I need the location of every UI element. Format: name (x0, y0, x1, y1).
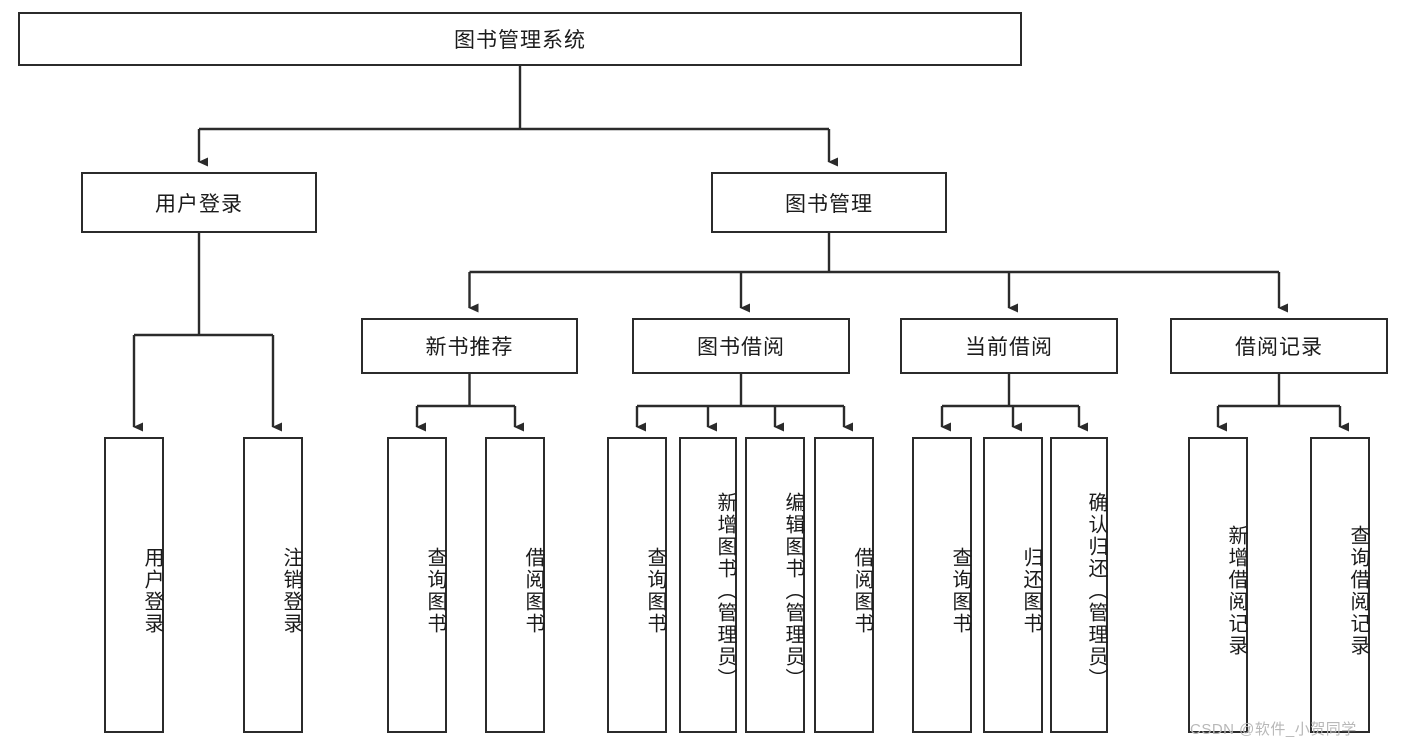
node-leaf-11[interactable]: 新增借阅记录 (1188, 437, 1248, 733)
node-label: 编辑图书（管理员） (782, 492, 804, 690)
node-label: 归还图书 (1020, 547, 1042, 635)
node-label: 新增图书（管理员） (714, 492, 736, 690)
node-label: 借阅图书 (851, 547, 873, 635)
node-label: 当前借阅 (965, 336, 1053, 359)
node-label: 查询图书 (424, 547, 446, 635)
node-leaf-8[interactable]: 查询图书 (912, 437, 972, 733)
node-label: 新增借阅记录 (1225, 525, 1247, 657)
node-label: 查询借阅记录 (1347, 525, 1369, 657)
node-leaf-12[interactable]: 查询借阅记录 (1310, 437, 1370, 733)
node-label: 图书管理 (785, 192, 873, 216)
node-leaf-4[interactable]: 查询图书 (607, 437, 667, 733)
node-leaf-5[interactable]: 新增图书（管理员） (679, 437, 737, 733)
node-label: 图书借阅 (697, 336, 785, 359)
node-leaf-1[interactable]: 注销登录 (243, 437, 303, 733)
watermark-label: CSDN @软件_小贺同学 (1190, 721, 1357, 738)
node-leaf-9[interactable]: 归还图书 (983, 437, 1043, 733)
node-level2-1[interactable]: 图书管理 (711, 172, 947, 233)
node-label: 新书推荐 (425, 336, 514, 359)
node-label: 确认归还（管理员） (1085, 492, 1107, 690)
node-label: 用户登录 (155, 192, 243, 216)
node-leaf-6[interactable]: 编辑图书（管理员） (745, 437, 805, 733)
node-root-图书管理系统[interactable]: 图书管理系统 (18, 12, 1022, 66)
node-level3-3[interactable]: 借阅记录 (1170, 318, 1388, 374)
node-level2-0[interactable]: 用户登录 (81, 172, 317, 233)
node-label: 查询图书 (644, 547, 666, 635)
node-level3-2[interactable]: 当前借阅 (900, 318, 1118, 374)
node-leaf-2[interactable]: 查询图书 (387, 437, 447, 733)
node-label: 用户登录 (141, 547, 163, 635)
node-leaf-0[interactable]: 用户登录 (104, 437, 164, 733)
node-label: 注销登录 (280, 547, 302, 635)
node-leaf-3[interactable]: 借阅图书 (485, 437, 545, 733)
node-leaf-7[interactable]: 借阅图书 (814, 437, 874, 733)
node-level3-1[interactable]: 图书借阅 (632, 318, 850, 374)
node-label: 图书管理系统 (454, 29, 586, 52)
node-label: 查询图书 (949, 547, 971, 635)
node-label: 借阅图书 (522, 547, 544, 635)
node-level3-0[interactable]: 新书推荐 (361, 318, 578, 374)
node-label: 借阅记录 (1235, 336, 1323, 359)
node-leaf-10[interactable]: 确认归还（管理员） (1050, 437, 1108, 733)
